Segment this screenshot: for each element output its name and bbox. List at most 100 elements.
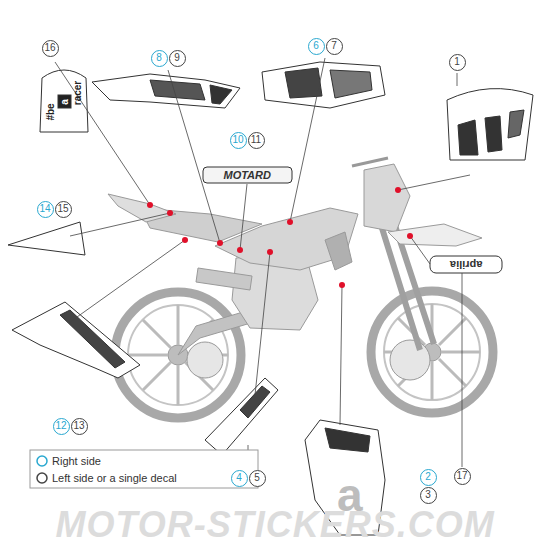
callout-number: 16 — [44, 43, 55, 53]
decal-text: aprilia — [450, 259, 482, 270]
leader-lines — [248, 252, 270, 468]
callout-number: 14 — [39, 204, 50, 214]
marker-dots — [339, 282, 345, 288]
callout-number: 6 — [313, 41, 319, 51]
leader-lines — [168, 70, 220, 243]
decal-text: a — [59, 99, 69, 105]
callout-circle: 3 — [420, 487, 437, 504]
callout-circle: 17 — [454, 468, 471, 485]
leader-lines — [70, 213, 170, 236]
leader-lines — [240, 184, 247, 250]
callout-circle: 13 — [71, 418, 88, 435]
callout-circle: 8 — [151, 50, 168, 67]
decal-outlines — [210, 85, 232, 104]
callout-number: 17 — [456, 471, 467, 481]
motorcycle — [187, 342, 223, 378]
decal-outlines — [40, 70, 88, 132]
marker-dots — [147, 202, 153, 208]
watermark: MOTOR-STICKERS.COM — [56, 507, 495, 543]
marker-dots — [287, 219, 293, 225]
marker-dots — [217, 240, 223, 246]
leader-lines — [410, 236, 462, 467]
callout-number: 5 — [254, 473, 260, 483]
callout-circle: 10 — [230, 132, 247, 149]
decal-outlines — [285, 68, 322, 98]
callout-number: 15 — [57, 204, 68, 214]
motorcycle — [390, 340, 430, 380]
motorcycle — [325, 232, 352, 270]
decal-text: racer — [73, 81, 83, 105]
callout-circle: 9 — [169, 50, 186, 67]
decal-outlines — [8, 222, 85, 255]
callout-circle: 11 — [248, 132, 265, 149]
leader-lines — [398, 73, 470, 190]
decal-outlines — [60, 310, 125, 368]
legend-text: Left side or a single decal — [52, 473, 177, 484]
legend-text: Right side — [52, 456, 101, 467]
marker-dots — [267, 249, 273, 255]
motorcycle — [388, 224, 482, 246]
decal-outlines — [150, 80, 205, 100]
leader-lines — [55, 58, 470, 468]
callout-number: 9 — [174, 53, 180, 63]
callout-number: 2 — [425, 472, 431, 482]
decal-outlines — [458, 116, 502, 155]
motorcycle — [196, 268, 252, 290]
motorcycle — [352, 158, 388, 166]
leader-lines — [55, 62, 150, 205]
legend-frame — [37, 456, 47, 466]
callout-circle: 6 — [308, 38, 325, 55]
motorcycle — [384, 304, 480, 400]
decal-outlines — [240, 386, 270, 418]
decal-outlines — [92, 74, 240, 108]
callout-number: 7 — [331, 41, 337, 51]
motorcycle — [215, 208, 358, 270]
motorcycle — [371, 291, 493, 413]
motorcycle — [108, 194, 176, 222]
decal-outlines — [8, 62, 533, 535]
decal-outlines — [508, 110, 524, 138]
callout-number: 1 — [454, 57, 460, 67]
decal-outlines — [58, 95, 71, 108]
callout-circle: 15 — [55, 201, 72, 218]
leader-lines — [70, 240, 185, 322]
callout-number: 4 — [236, 473, 242, 483]
leader-lines — [340, 285, 342, 425]
decal-text: #be — [45, 103, 55, 120]
callout-circle: 4 — [231, 470, 248, 487]
callout-number: 12 — [55, 421, 66, 431]
motorcycle — [108, 158, 493, 418]
motorcycle — [384, 304, 480, 400]
motorcycle — [364, 164, 410, 232]
decal-outlines — [330, 70, 372, 98]
legend-frame — [30, 450, 258, 488]
callout-number: 10 — [232, 135, 243, 145]
callout-circle: 14 — [37, 201, 54, 218]
decal-outlines — [262, 62, 385, 108]
marker-dots — [182, 237, 188, 243]
legend-frame — [30, 450, 258, 488]
callout-circle: 12 — [53, 418, 70, 435]
decal-outlines — [12, 302, 140, 378]
marker-dots — [407, 233, 413, 239]
decal-outlines — [447, 89, 533, 160]
marker-dots — [237, 247, 243, 253]
callout-number: 11 — [251, 135, 261, 145]
decal-text: MOTARD — [224, 170, 271, 181]
callout-circle: 7 — [326, 38, 343, 55]
decal-outlines — [325, 428, 370, 452]
marker-dots — [167, 210, 173, 216]
decal-outlines — [203, 167, 292, 183]
marker-dots — [147, 187, 413, 288]
marker-dots — [395, 187, 401, 193]
decal-outlines — [430, 256, 502, 273]
callout-number: 13 — [73, 421, 84, 431]
leader-lines — [290, 58, 325, 222]
callout-circle: 1 — [449, 54, 466, 71]
decal-outlines — [205, 378, 278, 455]
legend-frame — [37, 473, 47, 483]
callout-circle: 5 — [249, 470, 266, 487]
callout-circle: 2 — [420, 469, 437, 486]
callout-circle: 16 — [42, 40, 59, 57]
